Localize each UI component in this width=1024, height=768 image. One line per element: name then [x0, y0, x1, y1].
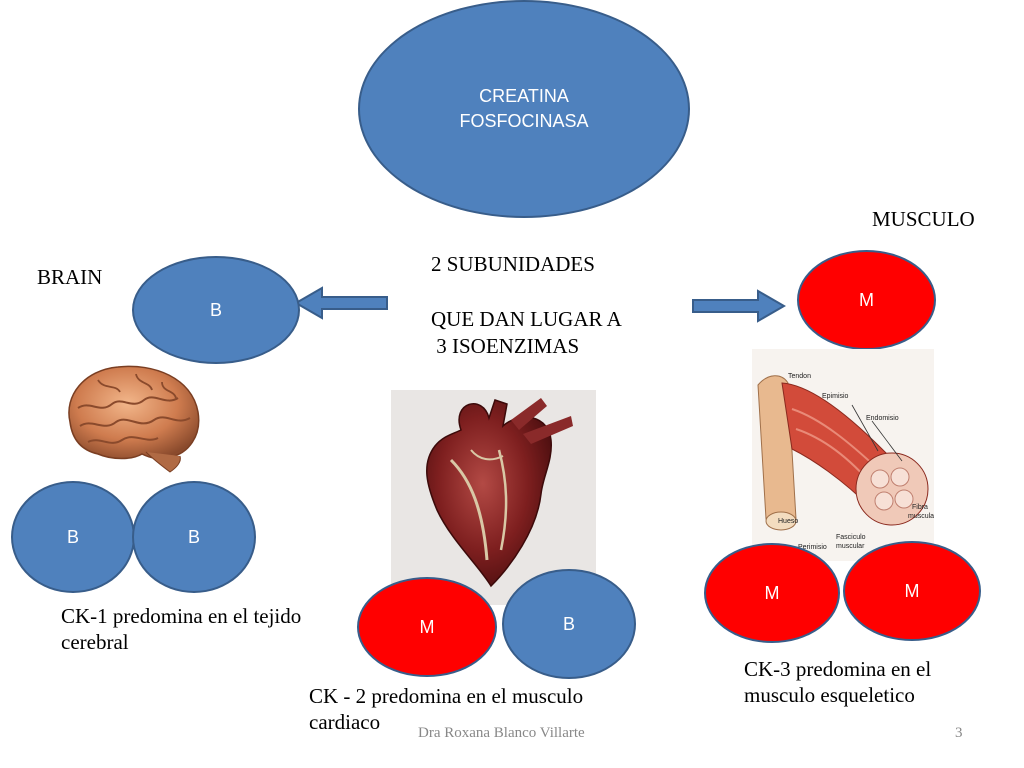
ck3-subunit-m2-label: M	[904, 580, 920, 601]
epimisio-label: Epimisio	[822, 393, 849, 400]
title-line1: CREATINA	[479, 86, 569, 106]
ck1-subunit-b1: B	[11, 481, 135, 593]
brain-subunit-b-label: B	[209, 299, 222, 320]
brain-label: BRAIN	[37, 265, 103, 289]
ck3-subunit-m2: M	[843, 541, 981, 641]
fibra-label: Fibra	[912, 504, 928, 511]
ck1-subunit-b2-label: B	[187, 526, 200, 547]
footer-page-number: 3	[955, 725, 963, 741]
fasciculo-label: Fasciculo	[836, 534, 866, 541]
muscle-subunit-m: M	[797, 250, 936, 350]
footer-author: Dra Roxana Blanco Villarte	[418, 725, 585, 741]
ck1-caption: CK-1 predomina en el tejido cerebral	[61, 604, 302, 654]
ck2-subunit-m: M	[357, 577, 497, 677]
hueso-label: Hueso	[778, 518, 798, 525]
ck2-subunit-m-label: M	[419, 616, 435, 637]
creatina-ellipse: CREATINA FOSFOCINASA	[358, 0, 690, 218]
left-arrow-icon	[293, 286, 388, 320]
skeletal-muscle-illustration: Tendon Epimisio Endomisio Hueso Perimisi…	[752, 349, 934, 561]
center-line3: 3 ISOENZIMAS	[431, 334, 580, 358]
musculo-label: MUSCULO	[872, 207, 975, 231]
brain-illustration	[68, 365, 200, 473]
ck2-subunit-b: B	[502, 569, 636, 679]
ck3-subunit-m1-label: M	[764, 582, 780, 603]
ck1-subunit-b1-label: B	[66, 526, 79, 547]
endomisio-label: Endomisio	[866, 415, 899, 422]
right-arrow-icon	[692, 289, 787, 323]
center-line1: 2 SUBUNIDADES	[431, 252, 595, 276]
center-line2: QUE DAN LUGAR A	[431, 307, 622, 331]
brain-subunit-b: B	[132, 256, 300, 364]
ck1-subunit-b2: B	[132, 481, 256, 593]
fibra-muscular-label: muscular	[908, 513, 934, 520]
ck3-subunit-m1: M	[704, 543, 840, 643]
heart-illustration	[391, 390, 596, 605]
ck2-subunit-b-label: B	[562, 613, 575, 634]
ck2-caption: CK - 2 predomina en el musculo cardiaco	[309, 684, 584, 734]
ck3-caption: CK-3 predomina en el musculo esqueletico	[744, 657, 932, 707]
muscle-subunit-m-label: M	[859, 289, 874, 310]
title-line2: FOSFOCINASA	[459, 111, 589, 131]
fasciculo-muscular-label: muscular	[836, 543, 865, 550]
perimisio-label: Perimisio	[798, 544, 827, 551]
tendon-label: Tendon	[788, 373, 811, 380]
